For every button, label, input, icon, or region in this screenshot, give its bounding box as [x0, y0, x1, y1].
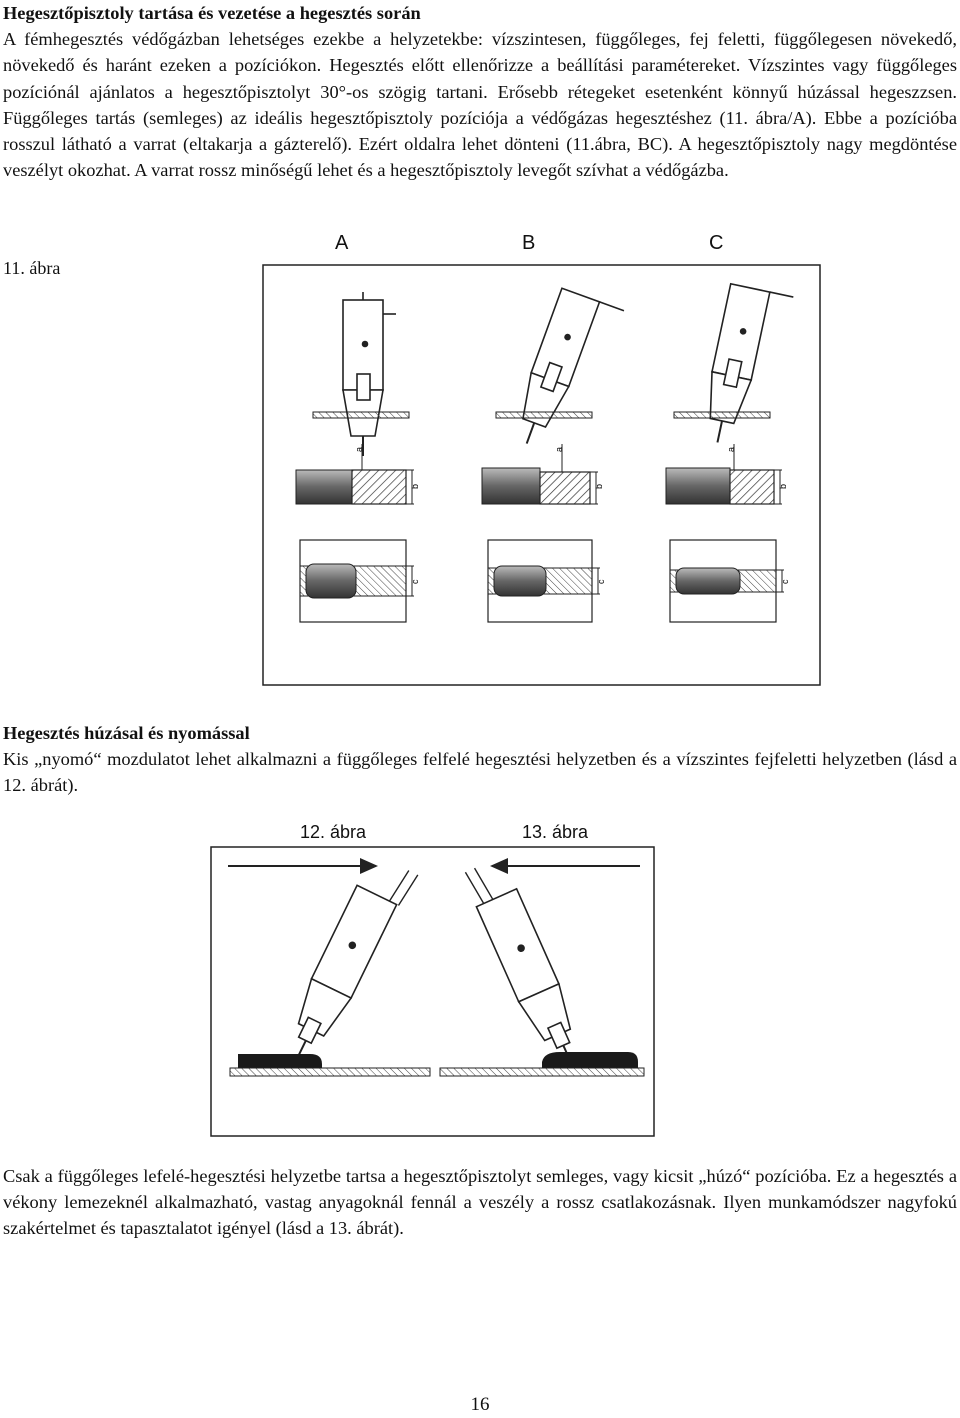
section-3-paragraph: Csak a függőleges lefelé-hegesztési hely… — [3, 1163, 957, 1242]
bead-pull — [439, 1052, 645, 1077]
section-2-body: Kis „nyomó“ mozdulatot lehet alkalmazni … — [3, 749, 957, 796]
figure-11-column-a: A — [335, 232, 349, 254]
page-number: 16 — [470, 1394, 490, 1415]
dim-c-label-c: c — [780, 579, 790, 584]
figure-11-diagram: a b a b a b — [262, 264, 821, 686]
torch-push-icon — [295, 870, 419, 1061]
figure-11-column-c: C — [709, 232, 724, 254]
figure-12-13-diagram — [210, 846, 655, 1137]
figure-12-13-frame — [210, 846, 655, 1137]
bead-section-c: a b — [665, 444, 788, 505]
torch-c-icon — [709, 282, 794, 443]
figure-12-label: 12. ábra — [300, 822, 367, 842]
bead-section-b: a b — [481, 444, 604, 505]
section-1-body: A fémhegesztés védőgázban lehetséges eze… — [3, 29, 957, 181]
section-3-body: Csak a függőleges lefelé-hegesztési hely… — [3, 1166, 957, 1239]
workpiece-c-plate — [673, 411, 771, 419]
workpiece-a-plate — [312, 411, 410, 419]
section-2-heading: Hegesztés húzásal és nyomással — [3, 723, 250, 743]
plate-top-view-c: c — [669, 539, 790, 623]
dim-a-label-b: a — [554, 447, 564, 452]
torch-pull-icon — [464, 867, 574, 1066]
section-1-paragraph: Hegesztőpisztoly tartása és vezetése a h… — [3, 0, 957, 183]
figure-13-label: 13. ábra — [522, 822, 589, 842]
dim-b-label-c: b — [778, 484, 788, 489]
plate-top-view-b: c — [487, 539, 606, 623]
dim-a-label-a: a — [354, 447, 364, 452]
figure-11-label: 11. ábra — [3, 258, 61, 278]
section-1-heading: Hegesztőpisztoly tartása és vezetése a h… — [3, 3, 421, 23]
workpiece-b-plate — [495, 411, 593, 419]
dim-c-label-a: c — [410, 579, 420, 584]
bead-section-a: a b — [295, 444, 420, 505]
dim-c-label-b: c — [596, 579, 606, 584]
dim-b-label-a: b — [410, 484, 420, 489]
dim-b-label-b: b — [594, 484, 604, 489]
section-2-paragraph: Hegesztés húzásal és nyomással Kis „nyom… — [3, 720, 957, 799]
plate-top-view-a: c — [299, 539, 420, 623]
figure-11-column-b: B — [522, 232, 536, 254]
bead-push — [229, 1054, 431, 1077]
dim-a-label-c: a — [726, 447, 736, 452]
